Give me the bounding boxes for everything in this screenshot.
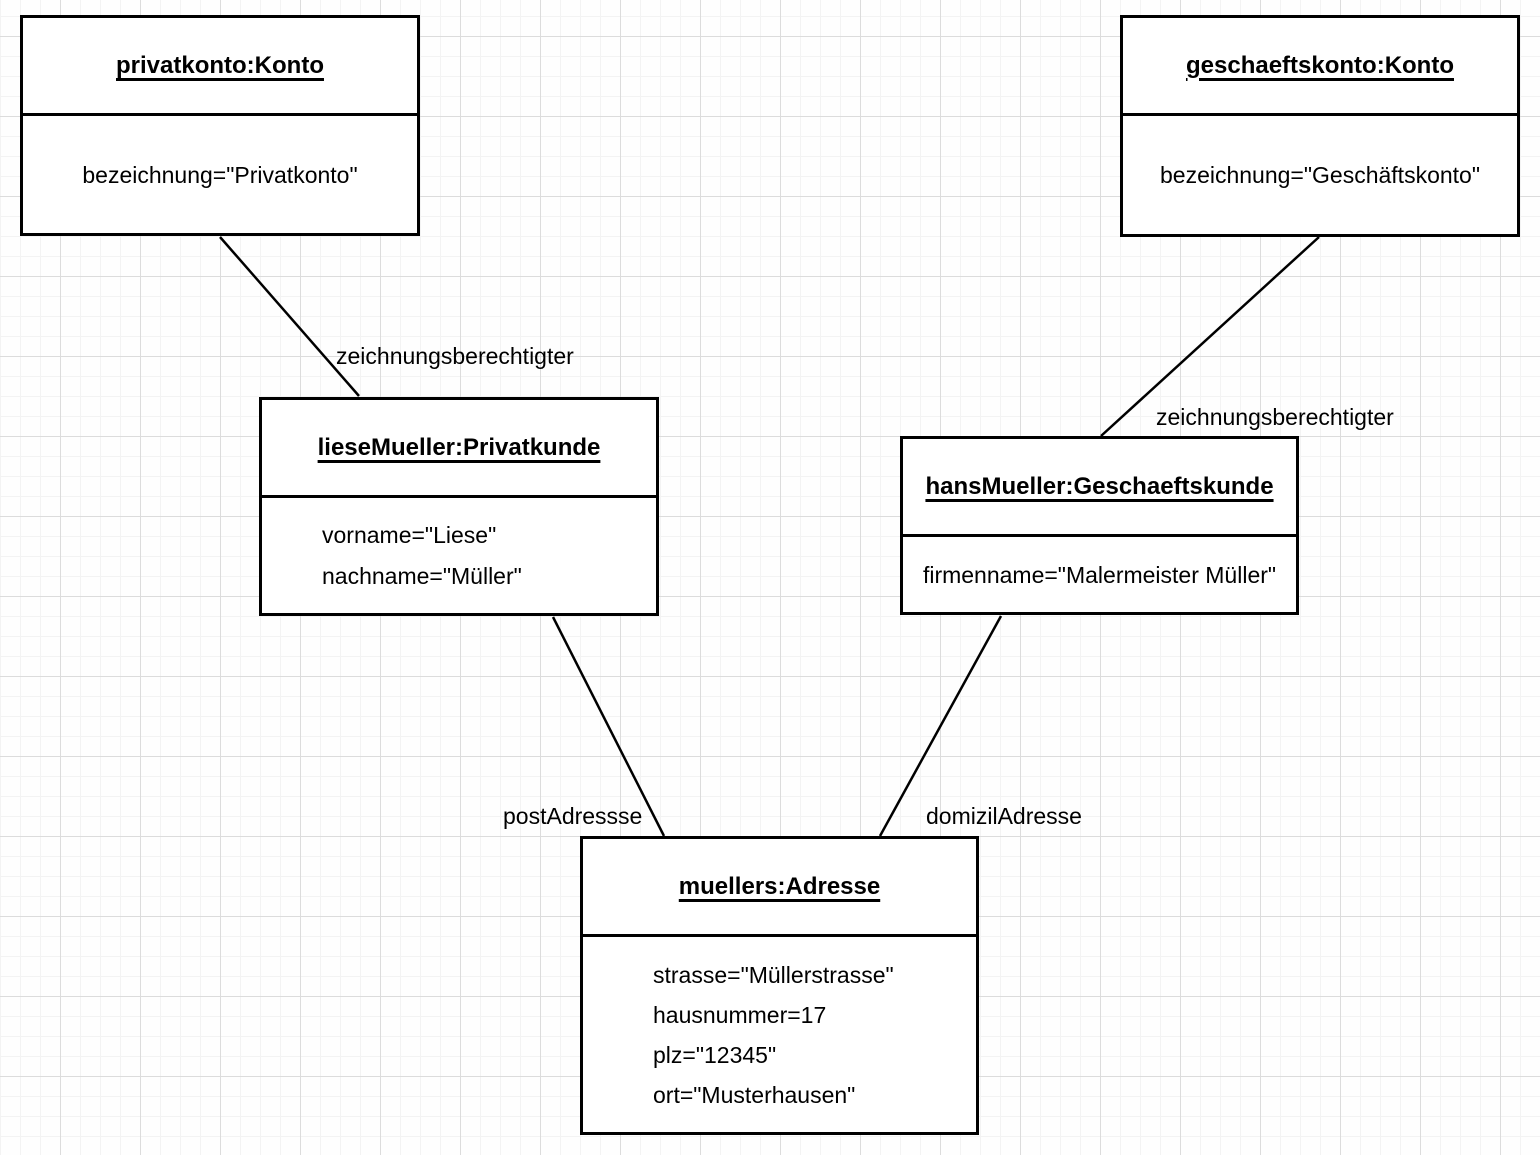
connector-label-zeichnungsberechtigter-right: zeichnungsberechtigter <box>1156 404 1394 430</box>
object-title-bar: privatkonto:Konto <box>23 18 417 116</box>
object-attributes: strasse="Müllerstrasse" hausnummer=17 pl… <box>583 937 976 1132</box>
connector-label-postadresse: postAdressse <box>503 803 643 829</box>
object-title-text: geschaeftskonto:Konto <box>1185 51 1454 79</box>
object-box-muellers[interactable]: muellers:Adresse strasse="Müllerstrasse"… <box>580 836 979 1135</box>
attribute-line: strasse="Müllerstrasse" <box>653 961 894 988</box>
object-box-lieseMueller[interactable]: lieseMueller:Privatkunde vorname="Liese"… <box>259 397 659 616</box>
object-title-text: lieseMueller:Privatkunde <box>317 433 601 461</box>
connector-label-zeichnungsberechtigter-left: zeichnungsberechtigter <box>336 343 574 369</box>
object-attributes: bezeichnung="Geschäftskonto" <box>1123 116 1517 234</box>
object-attributes: vorname="Liese" nachname="Müller" <box>262 498 656 613</box>
object-attributes: bezeichnung="Privatkonto" <box>23 116 417 233</box>
object-title-bar: hansMueller:Geschaeftskunde <box>903 439 1296 537</box>
object-title-bar: geschaeftskonto:Konto <box>1123 18 1517 116</box>
connector-privatkonto-lieseMueller[interactable] <box>219 236 360 397</box>
connector-lieseMueller-muellers[interactable] <box>551 616 666 837</box>
object-box-hansMueller[interactable]: hansMueller:Geschaeftskunde firmenname="… <box>900 436 1299 615</box>
object-attributes: firmenname="Malermeister Müller" <box>903 537 1296 612</box>
attribute-line: bezeichnung="Geschäftskonto" <box>1159 162 1480 188</box>
connector-geschaeftskonto-hansMueller[interactable] <box>1100 236 1320 437</box>
connector-label-domiziladresse: domizilAdresse <box>926 803 1082 829</box>
attribute-line: plz="12345" <box>653 1041 777 1068</box>
attribute-line: ort="Musterhausen" <box>653 1081 856 1108</box>
object-box-privatkonto[interactable]: privatkonto:Konto bezeichnung="Privatkon… <box>20 15 420 236</box>
attribute-line: nachname="Müller" <box>322 562 522 589</box>
object-box-geschaeftskonto[interactable]: geschaeftskonto:Konto bezeichnung="Gesch… <box>1120 15 1520 237</box>
attribute-line: vorname="Liese" <box>322 521 497 548</box>
object-title-bar: lieseMueller:Privatkunde <box>262 400 656 498</box>
attribute-line: bezeichnung="Privatkonto" <box>82 161 358 188</box>
attribute-line: hausnummer=17 <box>653 1001 827 1028</box>
connector-hansMueller-muellers[interactable] <box>878 615 1003 837</box>
object-title-text: hansMueller:Geschaeftskunde <box>925 472 1274 500</box>
object-title-bar: muellers:Adresse <box>583 839 976 937</box>
object-title-text: privatkonto:Konto <box>116 51 324 79</box>
attribute-line: firmenname="Malermeister Müller" <box>922 561 1277 588</box>
object-title-text: muellers:Adresse <box>678 872 881 900</box>
